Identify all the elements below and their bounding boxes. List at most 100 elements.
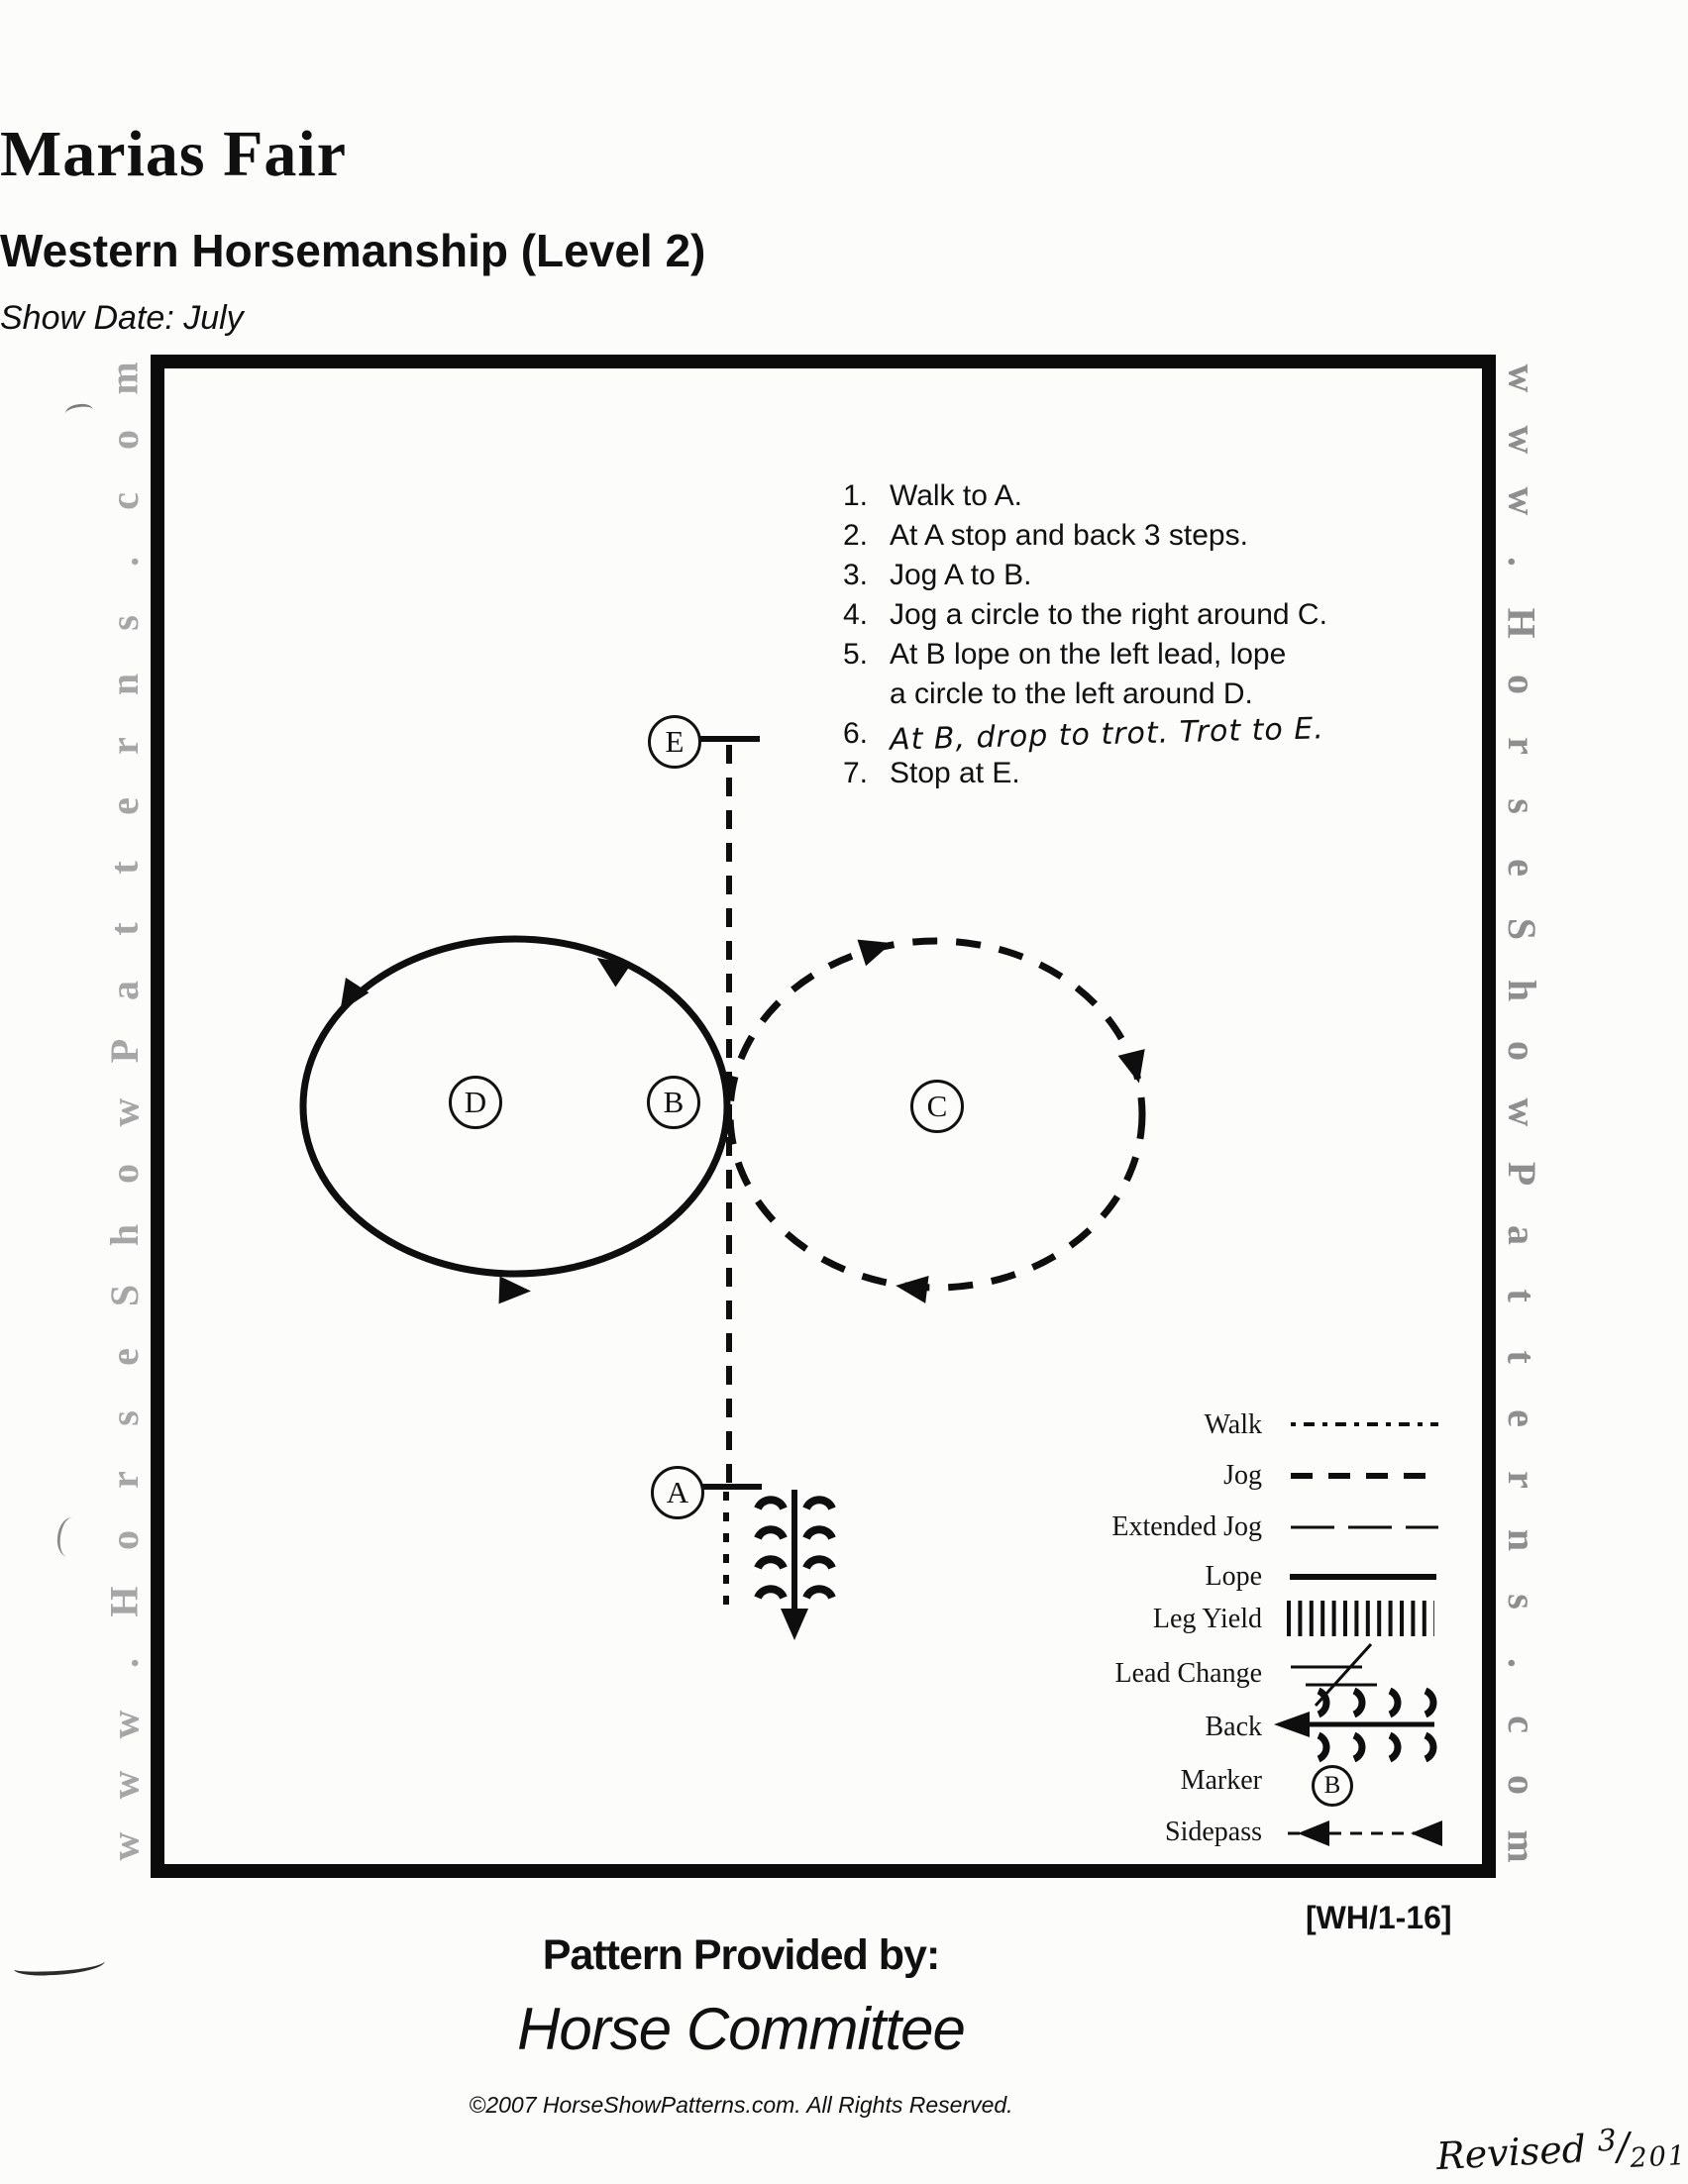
watermark-letter: n bbox=[1500, 1529, 1544, 1552]
watermark-letter: w bbox=[101, 1831, 147, 1861]
watermark-letter: r bbox=[101, 1470, 147, 1489]
watermark-letter: t bbox=[101, 861, 147, 875]
revision-month: 3 bbox=[1596, 2123, 1618, 2159]
scan-artifact-tilde bbox=[64, 402, 94, 421]
marker-c-label: C bbox=[926, 1089, 948, 1123]
marker-e: E bbox=[648, 715, 701, 769]
instruction-2-text: At A stop and back 3 steps. bbox=[890, 519, 1248, 552]
provided-by-name: Horse Committee bbox=[517, 1996, 966, 2062]
instruction-1-number: 1. bbox=[843, 479, 869, 512]
watermark-letter: H bbox=[1500, 607, 1544, 639]
watermark-letter: s bbox=[101, 1409, 147, 1426]
marker-b-label: B bbox=[663, 1085, 685, 1119]
legend-marker-letter: B bbox=[1323, 1772, 1341, 1799]
watermark-letter: . bbox=[102, 1657, 147, 1668]
watermark-letter: . bbox=[1500, 557, 1544, 568]
instruction-1: 1. Walk to A. bbox=[843, 476, 1418, 516]
legend-label-lead-change: Lead Change bbox=[1114, 1658, 1263, 1689]
handwritten-revision-note: Revised 3/2011 bbox=[1435, 2119, 1688, 2184]
watermark-letter: . bbox=[1500, 1657, 1544, 1668]
instruction-3-text: Jog A to B. bbox=[890, 559, 1032, 591]
instruction-2-number: 2. bbox=[843, 519, 869, 552]
instruction-6-number: 6. bbox=[843, 717, 869, 750]
watermark-letter: s bbox=[1499, 798, 1544, 815]
marker-b: B bbox=[647, 1076, 700, 1129]
watermark-letter: t bbox=[1499, 1350, 1544, 1364]
instruction-5-text: At B lope on the left lead, lope bbox=[890, 638, 1287, 671]
watermark-letter: H bbox=[102, 1586, 147, 1617]
watermark-letter: w bbox=[101, 1710, 147, 1738]
legend-label-back: Back bbox=[1205, 1712, 1262, 1742]
legend-label-extended-jog: Extended Jog bbox=[1111, 1511, 1262, 1542]
instruction-4-number: 4. bbox=[843, 598, 869, 631]
copyright-line: ©2007 HorseShowPatterns.com. All Rights … bbox=[469, 2092, 1013, 2118]
instruction-5-number: 5. bbox=[843, 638, 869, 671]
watermark-letter: P bbox=[1500, 1161, 1544, 1186]
watermark-letter: n bbox=[102, 673, 147, 695]
watermark-letter: a bbox=[1500, 1224, 1544, 1245]
instruction-7-number: 7. bbox=[843, 757, 869, 789]
watermark-letter: r bbox=[1499, 1470, 1544, 1489]
marker-e-label: E bbox=[665, 724, 685, 759]
watermark-letter: . bbox=[102, 557, 147, 568]
marker-c: C bbox=[910, 1080, 964, 1133]
watermark-letter: w bbox=[101, 1770, 147, 1800]
watermark-letter: h bbox=[1500, 979, 1544, 1001]
instruction-5-text2: a circle to the left around D. bbox=[890, 677, 1253, 710]
watermark-letter: o bbox=[102, 429, 147, 450]
marker-d: D bbox=[449, 1076, 502, 1129]
revision-word: Revised bbox=[1434, 2127, 1588, 2179]
watermark-letter: r bbox=[1499, 736, 1544, 755]
instruction-1-text: Walk to A. bbox=[890, 479, 1022, 512]
instruction-7-text: Stop at E. bbox=[890, 757, 1020, 789]
show-date: Show Date: July bbox=[0, 299, 244, 337]
watermark-letter: o bbox=[102, 1530, 147, 1551]
instruction-5: 5. At B lope on the left lead, lope bbox=[843, 635, 1418, 675]
watermark-letter: w bbox=[1499, 486, 1544, 515]
watermark-letter: s bbox=[1499, 1594, 1544, 1610]
page-title: Marias Fair bbox=[0, 118, 348, 190]
watermark-letter: w bbox=[1499, 425, 1544, 455]
instruction-list: 1. Walk to A. 2. At A stop and back 3 step… bbox=[843, 476, 1418, 793]
pattern-code: [WH/1-16] bbox=[1306, 1900, 1452, 1935]
watermark-letter: w bbox=[1499, 1097, 1544, 1127]
marker-a-label: A bbox=[666, 1475, 689, 1509]
watermark-letter: P bbox=[102, 1039, 147, 1064]
instruction-4-text: Jog a circle to the right around C. bbox=[890, 598, 1327, 631]
watermark-letter: m bbox=[1499, 1829, 1544, 1863]
watermark-letter: t bbox=[1499, 1289, 1544, 1302]
legend-label-marker: Marker bbox=[1180, 1765, 1262, 1796]
watermark-letter: a bbox=[102, 980, 147, 1000]
revision-slash: / bbox=[1615, 2124, 1632, 2169]
legend-label-leg-yield: Leg Yield bbox=[1152, 1604, 1262, 1634]
watermark-letter: o bbox=[1500, 1041, 1544, 1062]
legend-label-jog: Jog bbox=[1223, 1460, 1262, 1491]
instruction-5-continued: a circle to the left around D. bbox=[843, 675, 1418, 714]
watermark-letter: w bbox=[101, 1097, 147, 1127]
watermark-letter: t bbox=[101, 922, 147, 936]
instruction-7: 7. Stop at E. bbox=[843, 754, 1418, 793]
marker-d-label: D bbox=[464, 1085, 487, 1119]
watermark-letter: o bbox=[1500, 1775, 1544, 1796]
legend-label-sidepass: Sidepass bbox=[1165, 1817, 1262, 1847]
watermark-letter: e bbox=[101, 1348, 147, 1366]
instruction-6: 6.At B, drop to trot. Trot to E. bbox=[843, 711, 1418, 757]
watermark-letter: m bbox=[101, 362, 147, 395]
legend-label-walk: Walk bbox=[1204, 1409, 1262, 1440]
watermark-letter: e bbox=[101, 797, 147, 816]
watermark-letter: S bbox=[1500, 917, 1544, 940]
instruction-3-number: 3. bbox=[843, 559, 869, 591]
revision-year: 2011 bbox=[1629, 2138, 1688, 2174]
watermark-letter: e bbox=[1499, 859, 1544, 877]
watermark-letter: w bbox=[1499, 364, 1544, 393]
watermark-letter: S bbox=[102, 1285, 147, 1307]
marker-a: A bbox=[651, 1466, 704, 1519]
watermark-letter: h bbox=[102, 1223, 147, 1246]
provided-by-label: Pattern Provided by: bbox=[542, 1931, 941, 1979]
scan-artifact-paren bbox=[54, 1515, 85, 1559]
watermark-letter: e bbox=[1499, 1408, 1544, 1427]
instruction-2: 2. At A stop and back 3 steps. bbox=[843, 516, 1418, 556]
